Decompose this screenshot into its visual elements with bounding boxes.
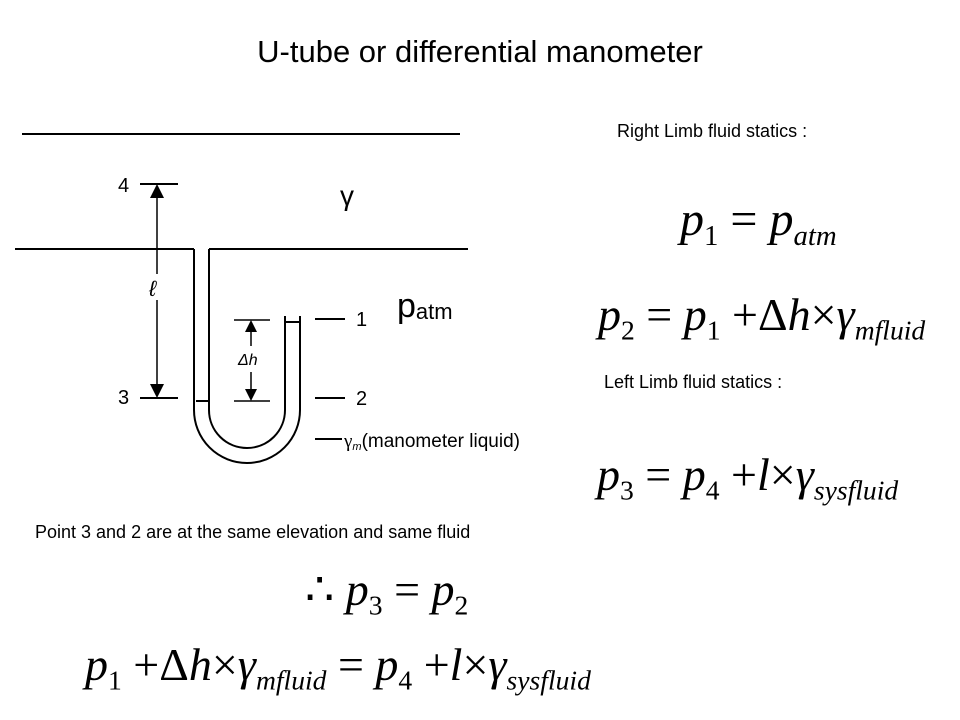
manometer-diagram: 4 3 ℓ γ patm Δh 1 2 γm(manometer liquid) bbox=[15, 133, 520, 464]
gamma-m-label: γm(manometer liquid) bbox=[343, 431, 520, 453]
point-2-label: 2 bbox=[356, 388, 367, 410]
u-tube-outer-wall bbox=[193, 249, 301, 464]
length-label-bg bbox=[146, 274, 168, 300]
manometer-liquid bbox=[196, 322, 298, 461]
equation-equal-pressure: ∴ p3 = p2 bbox=[305, 564, 469, 621]
dh-arrow-top bbox=[245, 320, 257, 332]
dh-arrow-bottom bbox=[245, 389, 257, 401]
elevation-note: Point 3 and 2 are at the same elevation … bbox=[35, 522, 471, 542]
equation-final-balance: p1 +Δh×γmfluid = p4 +l×γsysfluid bbox=[85, 639, 591, 696]
length-arrow-top bbox=[150, 184, 164, 198]
point-1-label: 1 bbox=[356, 309, 367, 331]
equation-right-limb-1: p1 = patm bbox=[680, 193, 837, 253]
dh-label: Δh bbox=[237, 352, 258, 369]
gamma-label: γ bbox=[340, 180, 354, 211]
point-4-label: 4 bbox=[118, 175, 129, 197]
equation-right-limb-2: p2 = p1 +Δh×γmfluid bbox=[598, 289, 926, 346]
point-3-label: 3 bbox=[118, 387, 129, 409]
patm-label: patm bbox=[397, 287, 453, 325]
equation-left-limb: p3 = p4 +l×γsysfluid bbox=[597, 449, 899, 506]
right-limb-heading: Right Limb fluid statics : bbox=[617, 121, 808, 141]
length-label: ℓ bbox=[148, 276, 157, 301]
page-title: U-tube or differential manometer bbox=[257, 34, 703, 69]
u-tube-inner-wall bbox=[208, 249, 286, 449]
left-limb-heading: Left Limb fluid statics : bbox=[604, 372, 783, 392]
length-arrow-bottom bbox=[150, 384, 164, 398]
